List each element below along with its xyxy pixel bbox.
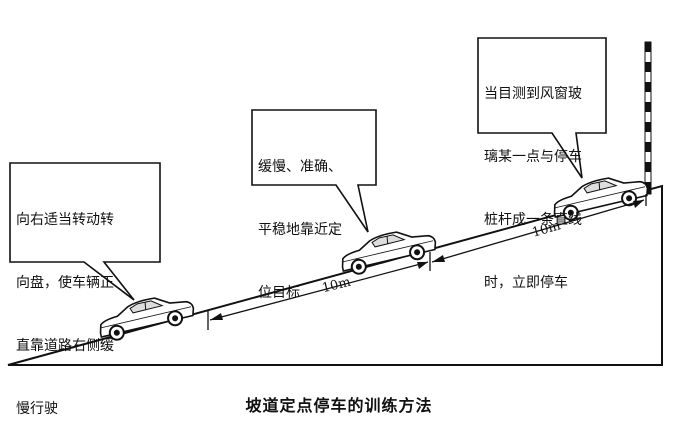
- slope-parking-diagram: [7, 37, 663, 366]
- callout-bubble-1: [9, 162, 161, 301]
- dimension-line-1: [207, 252, 431, 330]
- callout-3-line-4: 时，立即停车: [484, 275, 568, 291]
- callout-3-line-1: 当目测到风窗玻: [484, 86, 582, 102]
- callout-bubble-3: [477, 37, 607, 179]
- callout-text-3: 当目测到风窗玻 璃某一点与停车 桩杆成一条直线 时，立即停车: [484, 42, 582, 315]
- callout-text-1: 向右适当转动转 向盘，使车辆正 直靠道路右侧缓 慢行驶: [16, 168, 114, 441]
- callout-bubble-2: [251, 109, 377, 233]
- callout-3-line-2: 璃某一点与停车: [484, 149, 582, 165]
- dimension-line-2: [431, 194, 647, 263]
- callout-1-line-4: 慢行驶: [16, 401, 58, 417]
- callout-2-line-2: 平稳地靠近定: [258, 222, 342, 238]
- parking-stake-pole: [644, 41, 652, 195]
- callout-1-line-3: 直靠道路右侧缓: [16, 338, 114, 354]
- callout-3-line-3: 桩杆成一条直线: [484, 212, 582, 228]
- callout-2-line-1: 缓慢、准确、: [258, 159, 342, 175]
- callout-text-2: 缓慢、准确、 平稳地靠近定 位目标: [258, 115, 342, 325]
- callout-1-line-2: 向盘，使车辆正: [16, 275, 114, 291]
- callout-1-line-1: 向右适当转动转: [16, 212, 114, 228]
- callout-2-line-3: 位目标: [258, 285, 300, 301]
- figure-caption: 坡道定点停车的训练方法: [245, 396, 433, 415]
